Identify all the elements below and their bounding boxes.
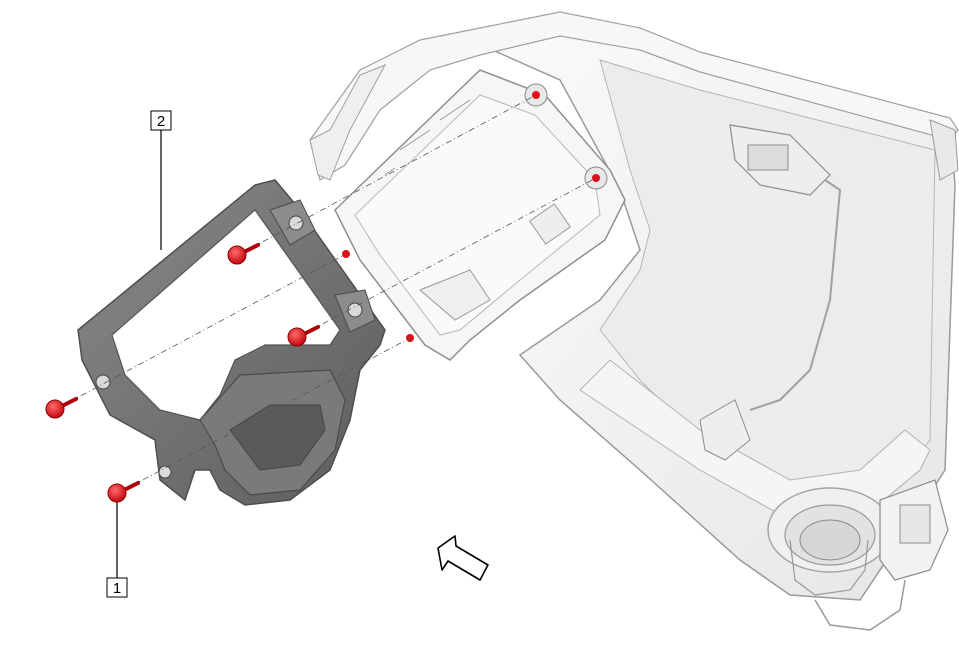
- bracket-hole-middle: [347, 302, 363, 318]
- bracket-hole-upper: [288, 215, 304, 231]
- screw-middle: [287, 325, 320, 347]
- alignment-line-4: [119, 337, 411, 493]
- console-housing: [309, 11, 959, 631]
- alignment-line-3: [57, 253, 347, 409]
- plate-hole-left: [342, 250, 350, 258]
- housing-right-clip: [929, 119, 959, 181]
- mounting-plate: [309, 64, 626, 361]
- alignment-line-1: [239, 94, 537, 255]
- screws: [45, 243, 320, 503]
- screw-lower: [107, 481, 140, 503]
- bracket-hole-left: [95, 374, 111, 390]
- alignment-lines: [57, 94, 597, 493]
- round-port: [767, 487, 893, 596]
- callout-1-label: 1: [113, 580, 121, 597]
- callout-2: 2: [150, 110, 172, 250]
- callout-2-box: [150, 110, 172, 131]
- connector-bottom-right: [814, 479, 949, 631]
- view-direction-arrow-icon: [437, 535, 489, 581]
- mounting-bracket: [77, 179, 386, 506]
- callout-1: 1: [106, 502, 128, 598]
- screw-left: [45, 397, 78, 419]
- alignment-line-2: [299, 177, 597, 337]
- connector-top-right: [699, 124, 842, 461]
- screw-upper: [227, 243, 260, 265]
- callout-2-label: 2: [157, 113, 165, 130]
- callout-1-box: [106, 577, 128, 598]
- bracket-hole-lower: [158, 465, 172, 479]
